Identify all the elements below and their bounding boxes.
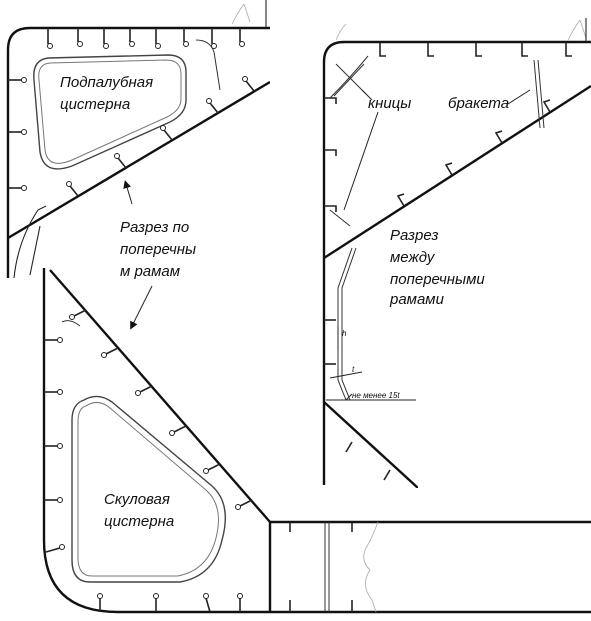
between-hull bbox=[322, 40, 591, 300]
leader-knees bbox=[343, 111, 379, 211]
between-side-stiffeners bbox=[324, 97, 337, 212]
label-knees: кницы bbox=[368, 95, 411, 112]
dim-15t-leader bbox=[345, 393, 353, 401]
deck-tank-lower-stiffener bbox=[13, 205, 47, 278]
deck-tank-sloping-bulkhead bbox=[7, 80, 270, 240]
bilge-side-stiffeners bbox=[44, 337, 65, 553]
between-knee-top bbox=[333, 63, 367, 97]
between-lower-stiffener-4 bbox=[383, 469, 391, 481]
deck-tank-slope-stiffeners bbox=[66, 76, 255, 197]
between-frame-web bbox=[337, 247, 353, 401]
between-knee-top-plate bbox=[329, 55, 369, 99]
deck-tank-web-edge bbox=[195, 39, 221, 91]
bilge-web-edge bbox=[61, 320, 81, 327]
bilge-tank-view bbox=[42, 268, 591, 614]
deck-tank-hull bbox=[6, 26, 270, 278]
between-hopper-slope bbox=[323, 401, 418, 488]
leader-bracket bbox=[507, 89, 531, 105]
bilge-hull bbox=[42, 268, 591, 614]
between-frames-view bbox=[322, 18, 591, 300]
bilge-break-line bbox=[363, 521, 379, 613]
between-slope-stiffeners bbox=[396, 99, 551, 207]
arrow-up-to-deck-tank bbox=[123, 180, 133, 205]
label-dim-15t: не менее 15t bbox=[352, 391, 400, 400]
bilge-hopper-slope bbox=[49, 269, 271, 523]
bilge-tank-outline bbox=[71, 395, 226, 583]
deck-tank-outline-inner bbox=[38, 59, 182, 164]
deck-tank-break-line bbox=[231, 3, 251, 25]
between-lower-column bbox=[322, 247, 418, 488]
between-knee-low bbox=[329, 209, 351, 227]
leader-knees-top bbox=[361, 89, 373, 101]
label-bilge-tank: Скуловая цистерна bbox=[104, 491, 174, 530]
between-lower-stiffener-3 bbox=[345, 441, 353, 453]
bilge-slope-stiffeners bbox=[69, 309, 253, 510]
label-dim-h: h bbox=[342, 329, 347, 338]
label-dim-t: t bbox=[352, 365, 355, 374]
deck-stiffeners bbox=[47, 28, 245, 49]
bilge-bottom-stiffeners bbox=[97, 593, 243, 613]
between-break-left bbox=[335, 23, 347, 41]
deck-tank-outline bbox=[33, 54, 187, 170]
between-bracket-right-2 bbox=[537, 59, 545, 129]
label-section-frames: Разрез по поперечны м рамам bbox=[120, 219, 200, 280]
deck-tank-view bbox=[6, 0, 270, 278]
between-sloping-bulkhead bbox=[323, 84, 591, 260]
label-bracket: бракета bbox=[448, 95, 509, 112]
label-deck-tank: Подпалубная цистерна bbox=[60, 74, 157, 113]
bilge-tank-outline-inner bbox=[77, 402, 219, 577]
arrow-down-to-bilge-tank bbox=[130, 285, 153, 330]
between-deck-stiffeners bbox=[379, 42, 572, 57]
between-break-line bbox=[567, 19, 587, 41]
between-frame-web-2 bbox=[341, 247, 357, 401]
deck-tank-frame-edge bbox=[29, 225, 41, 276]
label-section-between: Разрез между поперечными рамами bbox=[389, 227, 489, 308]
dim-t-line bbox=[329, 371, 363, 379]
deck-tank-side-stiffeners bbox=[8, 77, 27, 191]
between-bracket-right bbox=[533, 59, 541, 129]
